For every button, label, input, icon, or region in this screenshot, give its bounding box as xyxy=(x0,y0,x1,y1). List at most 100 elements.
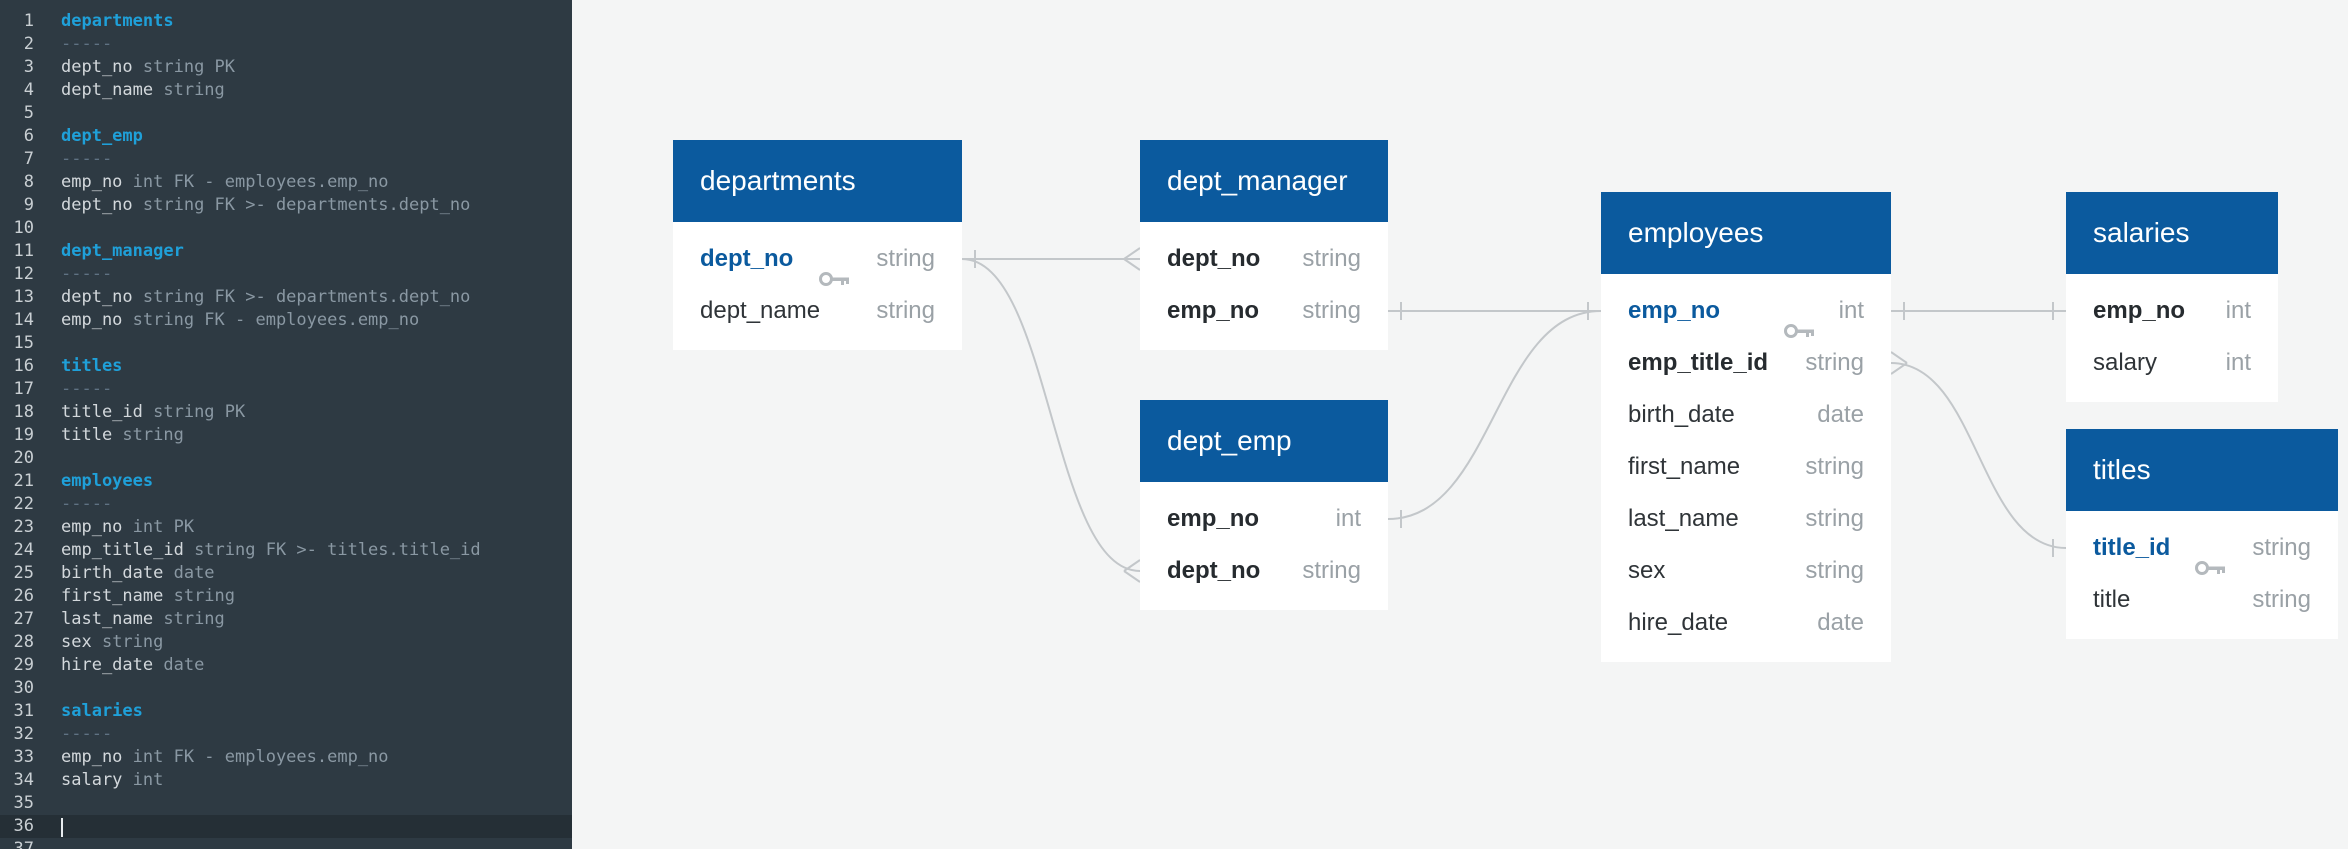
line-code: emp_no int FK - employees.emp_no xyxy=(61,171,389,194)
entity-title[interactable]: dept_manager xyxy=(1140,140,1388,222)
entity-title[interactable]: titles xyxy=(2066,429,2338,511)
editor-line[interactable]: 35 xyxy=(0,792,572,815)
line-number: 17 xyxy=(13,379,34,399)
code-field-name: dept_name xyxy=(61,80,154,100)
entity-title[interactable]: departments xyxy=(673,140,962,222)
line-code: sex string xyxy=(61,631,163,654)
editor-line[interactable]: 17----- xyxy=(0,378,572,401)
editor-line[interactable]: 9 dept_no string FK >- departments.dept_n… xyxy=(0,194,572,217)
line-number: 22 xyxy=(13,494,34,514)
editor-line[interactable]: 18 title_id string PK xyxy=(0,401,572,424)
line-code: hire_date date xyxy=(61,654,204,677)
line-number: 9 xyxy=(23,195,34,215)
line-number: 32 xyxy=(13,724,34,744)
editor-line[interactable]: 15 xyxy=(0,332,572,355)
line-number: 2 xyxy=(23,34,34,54)
line-code: ----- xyxy=(61,263,112,286)
editor-line[interactable]: 20 xyxy=(0,447,572,470)
line-code: ----- xyxy=(61,33,112,56)
entity-title[interactable]: dept_emp xyxy=(1140,400,1388,482)
line-number: 18 xyxy=(13,402,34,422)
line-number: 15 xyxy=(13,333,34,353)
entity-title[interactable]: salaries xyxy=(2066,192,2278,274)
field-name: dept_no xyxy=(1167,557,1261,584)
code-field-name: sex xyxy=(61,632,92,652)
field-type: string xyxy=(1302,245,1361,272)
editor-active-line[interactable]: 36 xyxy=(0,815,572,838)
entity-title[interactable]: employees xyxy=(1601,192,1891,274)
editor-line[interactable]: 37 xyxy=(0,838,572,849)
field-type: string xyxy=(1302,297,1361,324)
editor-line[interactable]: 7----- xyxy=(0,148,572,171)
field-type: date xyxy=(1817,401,1864,428)
line-code: title_id string PK xyxy=(61,401,245,424)
editor-line[interactable]: 5 xyxy=(0,102,572,125)
editor-line[interactable]: 32----- xyxy=(0,723,572,746)
code-definition: int PK xyxy=(122,517,195,537)
line-number: 19 xyxy=(13,425,34,445)
line-code: dept_no string FK >- departments.dept_no xyxy=(61,194,470,217)
line-code: departments xyxy=(61,10,174,33)
line-number: 24 xyxy=(13,540,34,560)
code-field-name: first_name xyxy=(61,586,164,606)
editor-line[interactable]: 22----- xyxy=(0,493,572,516)
editor-line[interactable]: 2 ----- xyxy=(0,33,572,56)
editor-line[interactable]: 10 xyxy=(0,217,572,240)
field-name: emp_no xyxy=(1167,505,1260,532)
editor-line[interactable]: 30 xyxy=(0,677,572,700)
relationship-line xyxy=(1890,362,2067,549)
relationship-line xyxy=(1387,310,1602,520)
line-number: 25 xyxy=(13,563,34,583)
editor-line[interactable]: 12----- xyxy=(0,263,572,286)
line-number: 37 xyxy=(13,839,34,849)
code-definition: string FK >- departments.dept_no xyxy=(132,287,471,307)
